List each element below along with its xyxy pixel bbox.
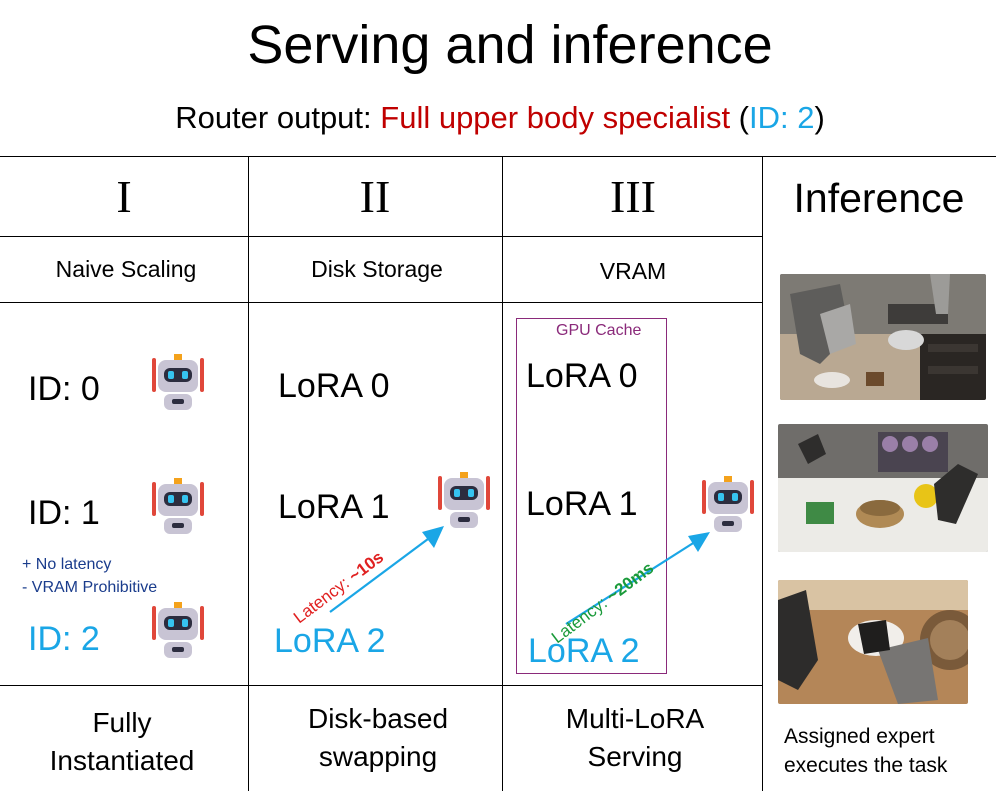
inference-scene-3 <box>778 580 968 704</box>
disk-lora-1: LoRA 1 <box>278 488 390 526</box>
robot-icon <box>152 354 204 410</box>
col-name-disk: Disk Storage <box>311 256 443 282</box>
naive-cons: - VRAM Prohibitive <box>22 579 158 596</box>
naive-pros: + No latency <box>22 556 112 573</box>
robot-icon <box>152 602 204 658</box>
inference-scene-1 <box>780 274 986 400</box>
footer-divider <box>0 685 762 686</box>
footer-vram: Multi-LoRA Serving <box>502 700 768 776</box>
header-divider <box>0 236 762 237</box>
naive-id-0: ID: 0 <box>28 370 100 408</box>
arrow-icon <box>329 526 444 613</box>
inference-header: Inference <box>793 175 965 221</box>
vram-lora-1: LoRA 1 <box>526 485 638 523</box>
router-close-paren: ) <box>814 100 825 135</box>
col-numeral-3: III <box>610 171 656 222</box>
naive-id-1: ID: 1 <box>28 494 100 532</box>
footer-disk-line2: swapping <box>318 741 438 772</box>
disk-lora-0: LoRA 0 <box>278 367 390 405</box>
table-top-line <box>0 156 996 157</box>
col-numeral-2: II <box>359 171 391 222</box>
footer-disk: Disk-based swapping <box>248 700 508 776</box>
col-divider-3 <box>762 156 763 791</box>
page-title: Serving and inference <box>247 15 773 75</box>
disk-lora-2: LoRA 2 <box>274 622 386 660</box>
naive-id-2: ID: 2 <box>28 620 100 658</box>
footer-naive: Fully Instantiated <box>0 704 244 780</box>
arrow-icon <box>565 532 710 625</box>
router-open-paren: ( <box>730 100 749 135</box>
gpu-cache-box <box>516 318 667 674</box>
robot-icon <box>702 476 754 532</box>
footer-inference-line2: executes the task <box>784 754 948 777</box>
vram-lora-0: LoRA 0 <box>526 357 638 395</box>
router-output: Router output: Full upper body specialis… <box>0 100 996 136</box>
robot-icon <box>152 478 204 534</box>
footer-vram-line1: Multi-LoRA <box>565 703 705 734</box>
footer-disk-line1: Disk-based <box>307 703 449 734</box>
footer-naive-line2: Instantiated <box>49 745 195 776</box>
name-divider <box>0 302 762 303</box>
footer-inference-line1: Assigned expert <box>784 725 935 748</box>
footer-vram-line2: Serving <box>587 741 683 772</box>
inference-scene-2 <box>778 424 988 552</box>
col-divider-2 <box>502 156 503 791</box>
vram-lora-2: LoRA 2 <box>528 632 640 670</box>
footer-inference: Assigned expert executes the task <box>784 722 947 780</box>
col-divider-1 <box>248 156 249 791</box>
gpu-cache-label: GPU Cache <box>556 322 642 339</box>
robot-icon <box>438 472 490 528</box>
router-id: ID: 2 <box>749 100 815 135</box>
col-name-naive: Naive Scaling <box>55 256 197 282</box>
col-name-vram: VRAM <box>599 258 667 284</box>
col-numeral-1: I <box>116 171 132 222</box>
router-specialist: Full upper body specialist <box>380 100 731 135</box>
router-prefix: Router output: <box>175 100 381 135</box>
footer-naive-line1: Fully <box>92 707 152 738</box>
